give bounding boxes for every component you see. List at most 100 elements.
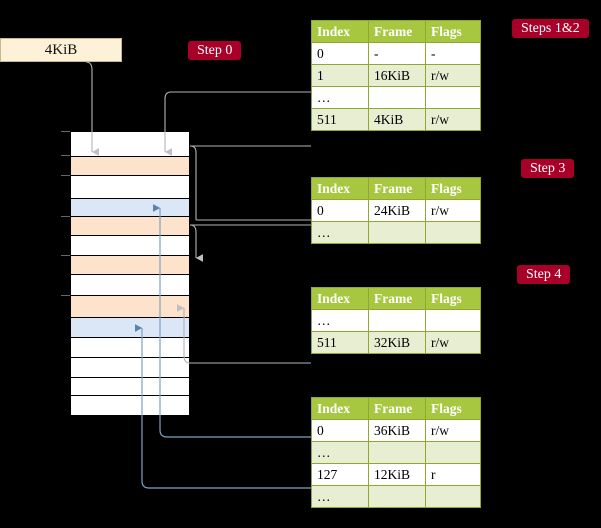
cell-index: …	[311, 221, 369, 244]
cell-flags	[425, 309, 481, 332]
memory-frame-row	[71, 217, 189, 236]
page-table-level-3: Index Frame Flags 0 24KiB r/w …	[311, 177, 481, 244]
memory-frame-row	[71, 236, 189, 256]
cell-frame: 4KiB	[368, 108, 426, 131]
badge-step-0-label: Step 0	[197, 43, 233, 58]
table-row: 0 36KiB r/w	[311, 419, 481, 442]
cell-index: …	[311, 441, 369, 464]
column-header-flags: Flags	[425, 287, 481, 310]
cell-flags: r	[425, 463, 481, 486]
badge-step-3-label: Step 3	[530, 161, 566, 176]
column-header-index: Index	[311, 287, 369, 310]
cell-index: 511	[311, 108, 369, 131]
cell-frame: -	[368, 42, 426, 65]
cell-index: …	[311, 86, 369, 109]
table-row: 511 32KiB r/w	[311, 331, 481, 354]
column-header-flags: Flags	[425, 20, 481, 43]
column-header-frame: Frame	[368, 177, 426, 200]
memory-tick	[61, 295, 70, 296]
cell-index: 127	[311, 463, 369, 486]
table-row: …	[311, 441, 481, 464]
cell-frame	[368, 309, 426, 332]
table-row: …	[311, 221, 481, 244]
memory-frame-row	[71, 396, 189, 415]
badge-step-4-label: Step 4	[526, 267, 562, 282]
cell-flags: r/w	[425, 64, 481, 87]
wire-steps12-c	[189, 145, 197, 220]
cell-flags	[425, 221, 481, 244]
cell-flags	[425, 441, 481, 464]
cell-frame	[368, 441, 426, 464]
cell-flags: r/w	[425, 331, 481, 354]
table-header-row: Index Frame Flags	[311, 177, 481, 200]
column-header-index: Index	[311, 177, 369, 200]
memory-frame-row	[71, 338, 189, 358]
wire-step4	[177, 304, 311, 364]
memory-frame-row	[71, 132, 189, 157]
cell-frame: 36KiB	[368, 419, 426, 442]
cell-index: …	[311, 309, 369, 332]
cell-flags	[425, 86, 481, 109]
column-header-flags: Flags	[425, 177, 481, 200]
column-header-index: Index	[311, 397, 369, 420]
table-row: 1 16KiB r/w	[311, 64, 481, 87]
table-row: 0 24KiB r/w	[311, 199, 481, 222]
table-header-row: Index Frame Flags	[311, 397, 481, 420]
memory-frame-row	[71, 199, 189, 217]
badge-step-3: Step 3	[521, 159, 575, 178]
memory-frame-row	[71, 318, 189, 338]
memory-frame-row	[71, 358, 189, 378]
cell-index: 1	[311, 64, 369, 87]
cell-index: …	[311, 485, 369, 508]
column-header-frame: Frame	[368, 397, 426, 420]
cell-frame: 32KiB	[368, 331, 426, 354]
table-row: …	[311, 309, 481, 332]
cell-frame	[368, 221, 426, 244]
memory-frame-row	[71, 296, 189, 318]
cell-flags: r/w	[425, 419, 481, 442]
cell-index: 0	[311, 419, 369, 442]
source-frame-box: 4KiB	[0, 38, 122, 62]
page-table-level-2: Index Frame Flags … 511 32KiB r/w	[311, 287, 481, 354]
badge-steps-1-2-label: Steps 1&2	[521, 21, 580, 36]
cell-frame	[368, 485, 426, 508]
memory-frame-row	[71, 378, 189, 396]
column-header-flags: Flags	[425, 397, 481, 420]
source-frame-label: 4KiB	[44, 42, 78, 58]
memory-tick	[61, 175, 70, 176]
wire-step3-c	[189, 224, 203, 262]
table-row: …	[311, 485, 481, 508]
cell-flags	[425, 485, 481, 508]
memory-tick	[61, 255, 70, 256]
memory-tick	[61, 216, 70, 217]
table-row: 127 12KiB r	[311, 463, 481, 486]
cell-flags: -	[425, 42, 481, 65]
cell-index: 0	[311, 199, 369, 222]
memory-frame-row	[71, 275, 189, 296]
cell-index: 511	[311, 331, 369, 354]
table-row: 0 - -	[311, 42, 481, 65]
table-row: …	[311, 86, 481, 109]
cell-frame	[368, 86, 426, 109]
column-header-frame: Frame	[368, 20, 426, 43]
cell-flags: r/w	[425, 199, 481, 222]
table-header-row: Index Frame Flags	[311, 287, 481, 310]
column-header-index: Index	[311, 20, 369, 43]
memory-tick	[61, 131, 70, 132]
memory-frame-row	[71, 256, 189, 275]
page-table-level-1: Index Frame Flags 0 36KiB r/w … 127 12Ki…	[311, 397, 481, 508]
cell-flags: r/w	[425, 108, 481, 131]
physical-memory-column	[70, 131, 190, 416]
memory-tick	[61, 155, 70, 156]
cell-index: 0	[311, 42, 369, 65]
table-row-highlighted: 511 4KiB r/w	[311, 108, 481, 131]
memory-frame-row	[71, 176, 189, 199]
table-header-row: Index Frame Flags	[311, 20, 481, 43]
cell-frame: 24KiB	[368, 199, 426, 222]
badge-step-0: Step 0	[188, 41, 242, 60]
cell-frame: 16KiB	[368, 64, 426, 87]
cell-frame: 12KiB	[368, 463, 426, 486]
badge-step-4: Step 4	[517, 265, 571, 284]
badge-steps-1-2: Steps 1&2	[512, 19, 589, 38]
